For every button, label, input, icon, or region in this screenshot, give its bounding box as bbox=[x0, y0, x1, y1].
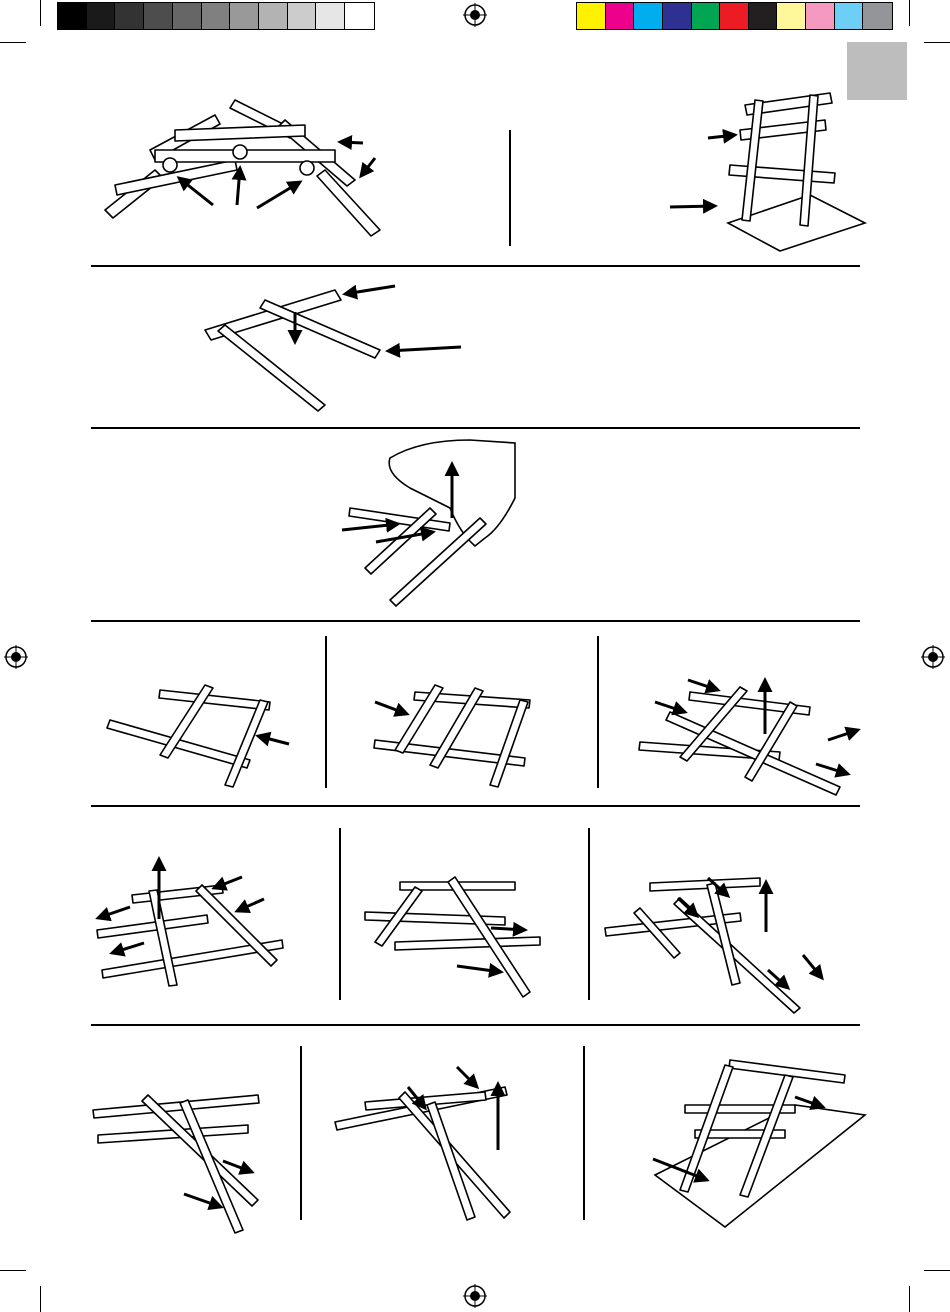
color-swatch bbox=[835, 3, 864, 29]
bridge-on-base-illustration bbox=[660, 85, 870, 255]
color-swatch bbox=[230, 3, 259, 29]
panel-divider bbox=[509, 130, 511, 246]
hand-lift-illustration bbox=[340, 438, 530, 608]
arrow-icon bbox=[457, 1067, 477, 1087]
arrow-icon bbox=[112, 943, 144, 953]
color-swatch bbox=[316, 3, 345, 29]
color-swatch bbox=[663, 3, 692, 29]
arrow-icon bbox=[688, 680, 718, 690]
color-swatch bbox=[863, 3, 892, 29]
panel-divider bbox=[300, 1046, 302, 1220]
arrow-icon bbox=[457, 966, 501, 972]
arrow-icon bbox=[214, 877, 242, 888]
color-swatch bbox=[777, 3, 806, 29]
panel-divider bbox=[339, 828, 341, 1000]
color-swatch bbox=[173, 3, 202, 29]
panel-divider bbox=[597, 636, 599, 788]
color-swatch bbox=[87, 3, 116, 29]
arrow-icon bbox=[491, 928, 525, 930]
registration-mark-icon bbox=[921, 645, 945, 669]
color-swatch bbox=[606, 3, 635, 29]
arrow-icon bbox=[388, 347, 461, 351]
grid-step-a-illustration bbox=[100, 680, 300, 790]
arrow-icon bbox=[237, 899, 264, 911]
section-divider bbox=[91, 1024, 860, 1026]
color-swatch bbox=[577, 3, 606, 29]
arrow-icon bbox=[803, 955, 822, 978]
arrow-icon bbox=[237, 168, 240, 205]
section-divider bbox=[91, 427, 860, 429]
color-bar bbox=[576, 2, 893, 30]
arrow-icon bbox=[670, 206, 715, 207]
panel-divider bbox=[588, 828, 590, 1000]
final-step-b-illustration bbox=[325, 1062, 530, 1232]
color-swatch bbox=[806, 3, 835, 29]
registration-mark-icon bbox=[463, 1284, 487, 1308]
arch-step-a-illustration bbox=[92, 855, 307, 990]
section-divider bbox=[91, 805, 860, 807]
color-swatch bbox=[634, 3, 663, 29]
arch-step-b-illustration bbox=[355, 862, 555, 1007]
crop-mark bbox=[924, 1270, 950, 1271]
crop-mark bbox=[40, 0, 41, 26]
arrow-icon bbox=[708, 135, 735, 138]
color-swatch bbox=[288, 3, 317, 29]
color-swatch bbox=[58, 3, 87, 29]
registration-mark-icon bbox=[4, 645, 28, 669]
crop-mark bbox=[909, 0, 910, 26]
overview-bridge-illustration bbox=[95, 90, 395, 240]
arrow-icon bbox=[258, 736, 289, 744]
arrow-icon bbox=[342, 524, 398, 530]
two-sticks-illustration bbox=[185, 280, 475, 420]
arrow-icon bbox=[361, 158, 375, 176]
arch-step-c-illustration bbox=[600, 868, 835, 1013]
final-bridge-on-base-illustration bbox=[645, 1045, 870, 1230]
color-swatch bbox=[202, 3, 231, 29]
registration-mark-icon bbox=[463, 3, 487, 27]
crop-mark bbox=[924, 42, 950, 43]
color-swatch bbox=[259, 3, 288, 29]
crop-mark bbox=[909, 1286, 910, 1312]
arrow-icon bbox=[375, 702, 407, 714]
crop-mark bbox=[0, 42, 26, 43]
arrow-icon bbox=[345, 286, 395, 294]
grid-step-b-illustration bbox=[365, 680, 565, 790]
color-swatch bbox=[115, 3, 144, 29]
color-swatch bbox=[692, 3, 721, 29]
arrow-icon bbox=[184, 1194, 221, 1207]
arrow-icon bbox=[816, 764, 848, 774]
grid-step-c-illustration bbox=[630, 672, 865, 802]
panel-divider bbox=[325, 636, 327, 788]
color-swatch bbox=[720, 3, 749, 29]
color-swatch bbox=[345, 3, 374, 29]
section-divider bbox=[91, 265, 860, 267]
color-swatch bbox=[144, 3, 173, 29]
arrow-icon bbox=[257, 182, 300, 208]
final-step-a-illustration bbox=[88, 1080, 278, 1240]
color-swatch bbox=[749, 3, 778, 29]
arrow-icon bbox=[340, 142, 363, 143]
grayscale-bar bbox=[57, 2, 375, 30]
arrow-icon bbox=[655, 702, 685, 712]
crop-mark bbox=[40, 1286, 41, 1312]
arrow-icon bbox=[179, 178, 213, 205]
arrow-icon bbox=[98, 907, 130, 918]
arrow-icon bbox=[828, 730, 858, 740]
panel-divider bbox=[583, 1046, 585, 1220]
section-divider bbox=[91, 620, 860, 622]
crop-mark bbox=[0, 1270, 26, 1271]
